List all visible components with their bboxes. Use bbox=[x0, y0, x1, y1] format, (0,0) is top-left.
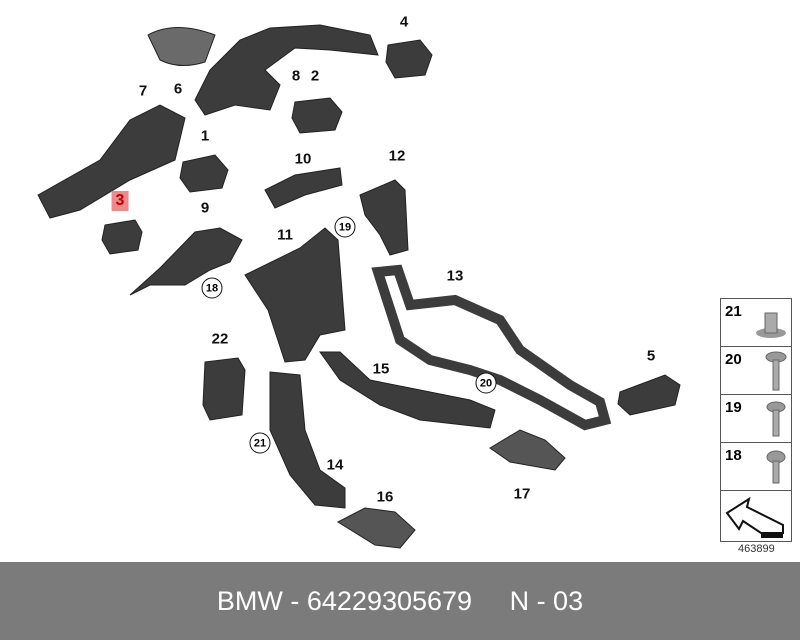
part-11-duct bbox=[244, 227, 346, 363]
legend-number: 20 bbox=[725, 351, 742, 368]
legend-number: 21 bbox=[725, 303, 742, 320]
label-part-13[interactable]: 13 bbox=[446, 267, 464, 285]
fastener-legend: 21 20 19 18 bbox=[720, 298, 792, 542]
label-part-2[interactable]: 2 bbox=[310, 67, 320, 85]
circled-label-20[interactable]: 20 bbox=[475, 372, 497, 394]
label-part-9[interactable]: 9 bbox=[200, 199, 210, 217]
part-8-duct bbox=[194, 24, 379, 116]
catalog-number: 463899 bbox=[738, 543, 775, 555]
legend-item-19[interactable]: 19 bbox=[721, 395, 791, 443]
label-part-10[interactable]: 10 bbox=[294, 150, 312, 168]
part-17-duct bbox=[489, 429, 566, 471]
screw-icon bbox=[766, 401, 786, 437]
circled-label-19[interactable]: 19 bbox=[334, 216, 356, 238]
part-3-vent bbox=[101, 219, 143, 255]
part-16-duct bbox=[336, 507, 416, 549]
part-number-text: BMW - 64229305679 N - 03 bbox=[216, 585, 584, 616]
part-22-vent bbox=[202, 357, 246, 421]
part-12-duct bbox=[359, 179, 409, 256]
part-6-cover bbox=[147, 27, 216, 66]
label-part-4[interactable]: 4 bbox=[399, 13, 409, 31]
label-part-17[interactable]: 17 bbox=[513, 485, 531, 503]
parts-illustration bbox=[37, 24, 681, 549]
part-13-duct bbox=[371, 264, 612, 431]
legend-item-21[interactable]: 21 bbox=[721, 299, 791, 347]
nut-icon bbox=[756, 312, 786, 338]
legend-number: 19 bbox=[725, 399, 742, 416]
label-part-12[interactable]: 12 bbox=[388, 147, 406, 165]
circled-label-18[interactable]: 18 bbox=[201, 277, 223, 299]
label-part-15[interactable]: 15 bbox=[372, 360, 390, 378]
part-9-duct bbox=[129, 227, 243, 296]
label-part-11[interactable]: 11 bbox=[277, 226, 293, 244]
label-part-7[interactable]: 7 bbox=[138, 82, 148, 100]
screw-icon bbox=[766, 450, 786, 484]
part-14-duct bbox=[269, 371, 346, 509]
part-7-duct bbox=[37, 104, 186, 219]
circled-label-21[interactable]: 21 bbox=[249, 432, 271, 454]
label-part-1[interactable]: 1 bbox=[200, 127, 210, 145]
label-part-8[interactable]: 8 bbox=[291, 67, 301, 85]
legend-number: 18 bbox=[725, 447, 742, 464]
label-part-22[interactable]: 22 bbox=[211, 330, 229, 348]
part-10-duct bbox=[264, 167, 343, 209]
part-number-banner: BMW - 64229305679 N - 03 bbox=[0, 562, 800, 640]
part-1-vent bbox=[179, 154, 229, 193]
parts-diagram: 4 6 8 2 7 1 10 12 3 9 11 13 22 5 15 14 1… bbox=[37, 13, 681, 549]
direction-arrow-icon bbox=[725, 496, 784, 538]
part-15-duct bbox=[319, 351, 496, 429]
label-part-5[interactable]: 5 bbox=[646, 347, 656, 365]
label-part-14[interactable]: 14 bbox=[326, 456, 344, 474]
label-part-16[interactable]: 16 bbox=[376, 488, 394, 506]
label-part-3-highlighted[interactable]: 3 bbox=[111, 191, 129, 211]
part-4-vent bbox=[385, 39, 433, 79]
legend-arrow bbox=[721, 491, 791, 541]
part-2-vent bbox=[291, 97, 343, 134]
part-5-vent bbox=[617, 374, 681, 416]
label-part-6[interactable]: 6 bbox=[173, 80, 183, 98]
screw-icon bbox=[765, 351, 787, 391]
legend-item-18[interactable]: 18 bbox=[721, 443, 791, 491]
legend-item-20[interactable]: 20 bbox=[721, 347, 791, 395]
